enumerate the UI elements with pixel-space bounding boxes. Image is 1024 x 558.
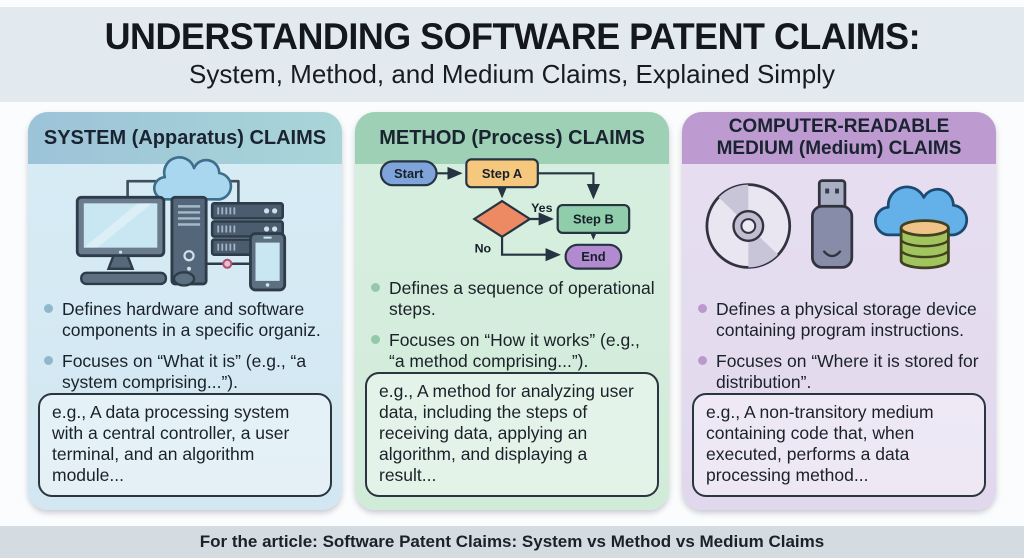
system-example-box: e.g., A data processing system with a ce… xyxy=(38,393,332,497)
panel-medium-claims: COMPUTER-READABLE MEDIUM (Medium) CLAIMS xyxy=(682,112,996,510)
footer: For the article: Software Patent Claims:… xyxy=(0,526,1024,558)
panel-system-claims: SYSTEM (Apparatus) CLAIMS xyxy=(28,112,342,510)
bullet-text: Defines a sequence of operational steps. xyxy=(389,278,655,319)
bullet-text: Focuses on “How it works” (e.g., “a meth… xyxy=(389,330,640,371)
bullet-text: Focuses on “What it is” (e.g., “a system… xyxy=(62,351,307,392)
example-text: e.g., A data processing system with a ce… xyxy=(52,402,290,485)
list-item: Defines a sequence of operational steps. xyxy=(371,278,657,320)
list-item: Focuses on “What it is” (e.g., “a system… xyxy=(44,351,330,393)
medium-icon-area xyxy=(682,164,996,287)
medium-claims-header: COMPUTER-READABLE MEDIUM (Medium) CLAIMS xyxy=(682,112,996,164)
method-bullet-list: Defines a sequence of operational steps.… xyxy=(355,278,669,372)
storage-media-icons xyxy=(705,178,969,269)
flowchart-end-label: End xyxy=(581,249,605,264)
system-bullet-list: Defines hardware and software components… xyxy=(28,299,342,393)
claims-columns: SYSTEM (Apparatus) CLAIMS xyxy=(28,112,996,510)
flowchart-no-label: No xyxy=(475,242,492,256)
bullet-dot xyxy=(371,335,380,344)
list-item: Focuses on “How it works” (e.g., “a meth… xyxy=(371,330,657,372)
flowchart-yes-label: Yes xyxy=(531,201,552,215)
page-title-text: UNDERSTANDING SOFTWARE PATENT CLAIMS: xyxy=(104,16,920,57)
list-item: Defines a physical storage device contai… xyxy=(698,299,984,341)
bullet-dot xyxy=(44,356,53,365)
footer-text: For the article: Software Patent Claims:… xyxy=(199,532,825,551)
system-claims-header: SYSTEM (Apparatus) CLAIMS xyxy=(28,112,342,164)
panel-method-claims: METHOD (Process) CLAIMS xyxy=(355,112,669,510)
flowchart-step-a-label: Step A xyxy=(482,166,522,181)
page-title: UNDERSTANDING SOFTWARE PATENT CLAIMS: xyxy=(0,16,1024,58)
usb-drive-icon xyxy=(811,178,854,269)
system-icon-area xyxy=(28,155,342,291)
page-subtitle: System, Method, and Medium Claims, Expla… xyxy=(189,59,835,89)
bullet-text: Focuses on “Where it is stored for distr… xyxy=(716,351,979,392)
computer-network-icon xyxy=(75,155,287,291)
bullet-text: Defines a physical storage device contai… xyxy=(716,299,977,340)
flowchart-step-b-label: Step B xyxy=(573,211,614,226)
flowchart-icon: Start Step A Yes No Step B End xyxy=(379,158,631,270)
list-item: Focuses on “Where it is stored for distr… xyxy=(698,351,984,393)
list-item: Defines hardware and software components… xyxy=(44,299,330,341)
medium-example-box: e.g., A non-transitory medium containing… xyxy=(692,393,986,497)
header-band xyxy=(0,7,1024,102)
method-icon-area: Start Step A Yes No Step B End xyxy=(355,158,669,270)
medium-bullet-list: Defines a physical storage device contai… xyxy=(682,299,996,393)
cd-icon xyxy=(705,182,792,269)
method-example-box: e.g., A method for analyzing user data, … xyxy=(365,372,659,497)
bullet-dot xyxy=(371,283,380,292)
flowchart-start-label: Start xyxy=(394,166,424,181)
bullet-dot xyxy=(698,304,707,313)
bullet-dot xyxy=(44,304,53,313)
method-claims-header: METHOD (Process) CLAIMS xyxy=(355,112,669,164)
example-text: e.g., A non-transitory medium containing… xyxy=(706,402,934,485)
example-text: e.g., A method for analyzing user data, … xyxy=(379,381,634,485)
cloud-storage-icon xyxy=(874,185,969,269)
bullet-dot xyxy=(698,356,707,365)
bullet-text: Defines hardware and software components… xyxy=(62,299,321,340)
